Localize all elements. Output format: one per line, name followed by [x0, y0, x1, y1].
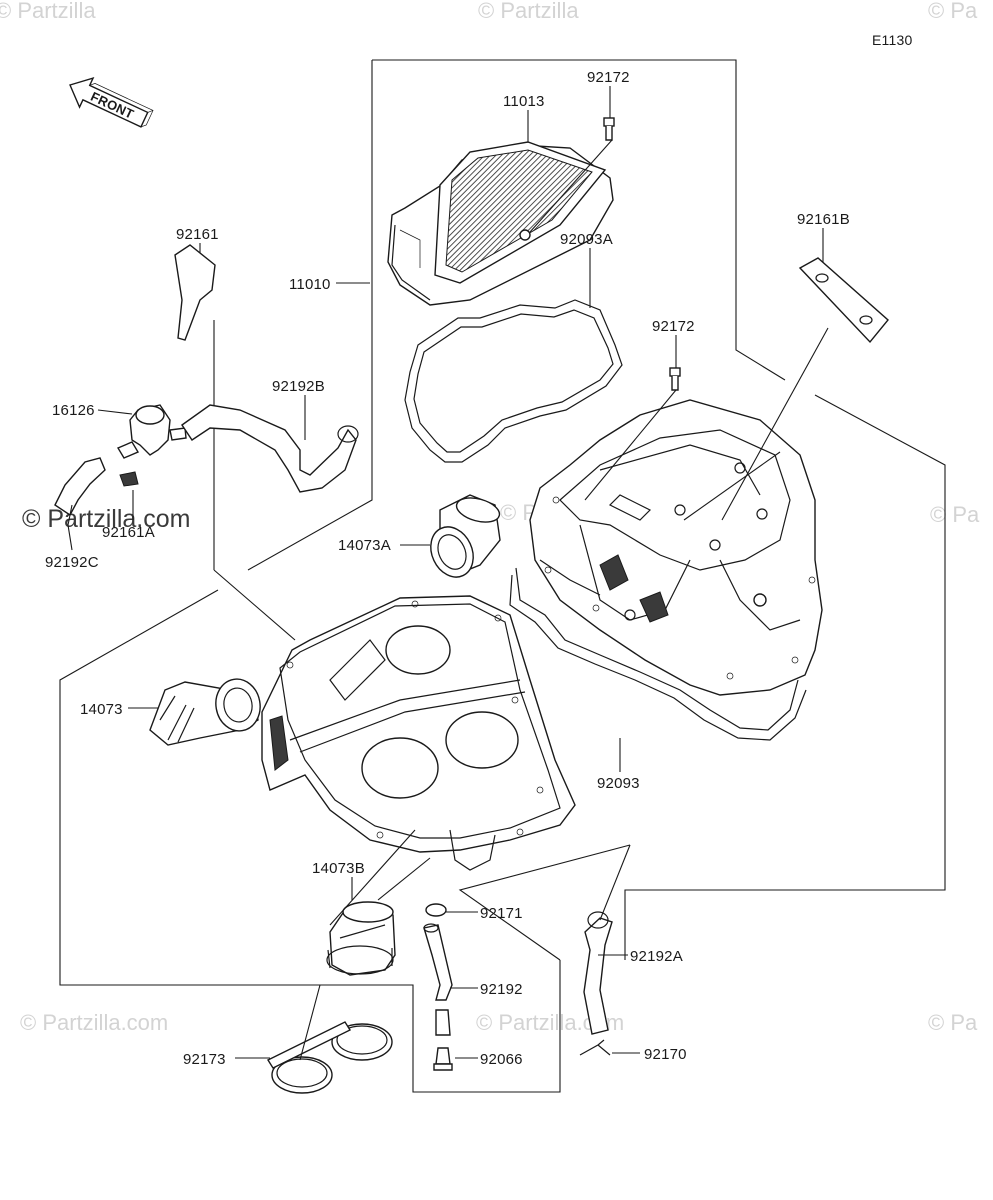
label-92066: 92066	[480, 1051, 523, 1068]
breather-assembly	[54, 244, 359, 517]
label-11013: 11013	[503, 93, 545, 110]
watermark-top-mid: © Partzilla	[478, 0, 579, 23]
duct-14073b	[326, 901, 396, 976]
air-box-lower	[261, 595, 576, 871]
gasket-upper-inner	[413, 309, 614, 453]
front-arrow-icon: FRONT	[69, 76, 154, 128]
label-92161b: 92161B	[797, 211, 850, 228]
label-92161a: 92161A	[102, 524, 155, 541]
label-92172-mid: 92172	[652, 318, 695, 335]
part-labels: 11013 92172 92161B 92161 11010 92093A 92…	[45, 69, 850, 1068]
watermark-mid-right: © Pa	[930, 502, 980, 527]
bracket-92161b	[798, 257, 889, 344]
label-11010: 11010	[289, 276, 331, 293]
front-label: FRONT	[88, 89, 136, 122]
label-14073b: 14073B	[312, 860, 365, 877]
label-92192: 92192	[480, 981, 523, 998]
watermark-dark: © Partzilla.com	[22, 505, 190, 533]
label-92171: 92171	[480, 905, 523, 922]
bolt-mid	[669, 367, 681, 391]
clamps-92173	[266, 1021, 393, 1094]
label-92170: 92170	[644, 1046, 687, 1063]
watermark-top-left: © Partzilla	[0, 0, 96, 23]
gasket-upper	[404, 299, 623, 463]
label-92173: 92173	[183, 1051, 226, 1068]
label-92192b: 92192B	[272, 378, 325, 395]
watermark-bottom-left: © Partzilla.com	[20, 1010, 168, 1035]
label-92172-top: 92172	[587, 69, 630, 86]
frame-lines	[59, 59, 946, 1093]
label-92093: 92093	[597, 775, 640, 792]
label-14073a: 14073A	[338, 537, 391, 554]
gasket-lower-inner	[509, 574, 807, 741]
label-92192c: 92192C	[45, 554, 99, 571]
label-92192a: 92192A	[630, 948, 683, 965]
label-16126: 16126	[52, 402, 95, 419]
diagram-code: E1130	[872, 32, 912, 48]
label-92161: 92161	[176, 226, 219, 243]
label-92093a: 92093A	[560, 231, 613, 248]
duct-14073	[149, 678, 261, 746]
lower-fittings	[423, 903, 613, 1071]
bolt-top	[603, 117, 615, 141]
duct-14073a	[430, 494, 501, 578]
air-box-cover	[529, 399, 823, 696]
air-filter-element	[387, 141, 614, 306]
leader-lines	[67, 86, 829, 1061]
watermark-top-right: © Pa	[928, 0, 978, 23]
watermark-bottom-right: © Pa	[928, 1010, 978, 1035]
gasket-lower	[515, 567, 799, 731]
label-14073: 14073	[80, 701, 123, 718]
